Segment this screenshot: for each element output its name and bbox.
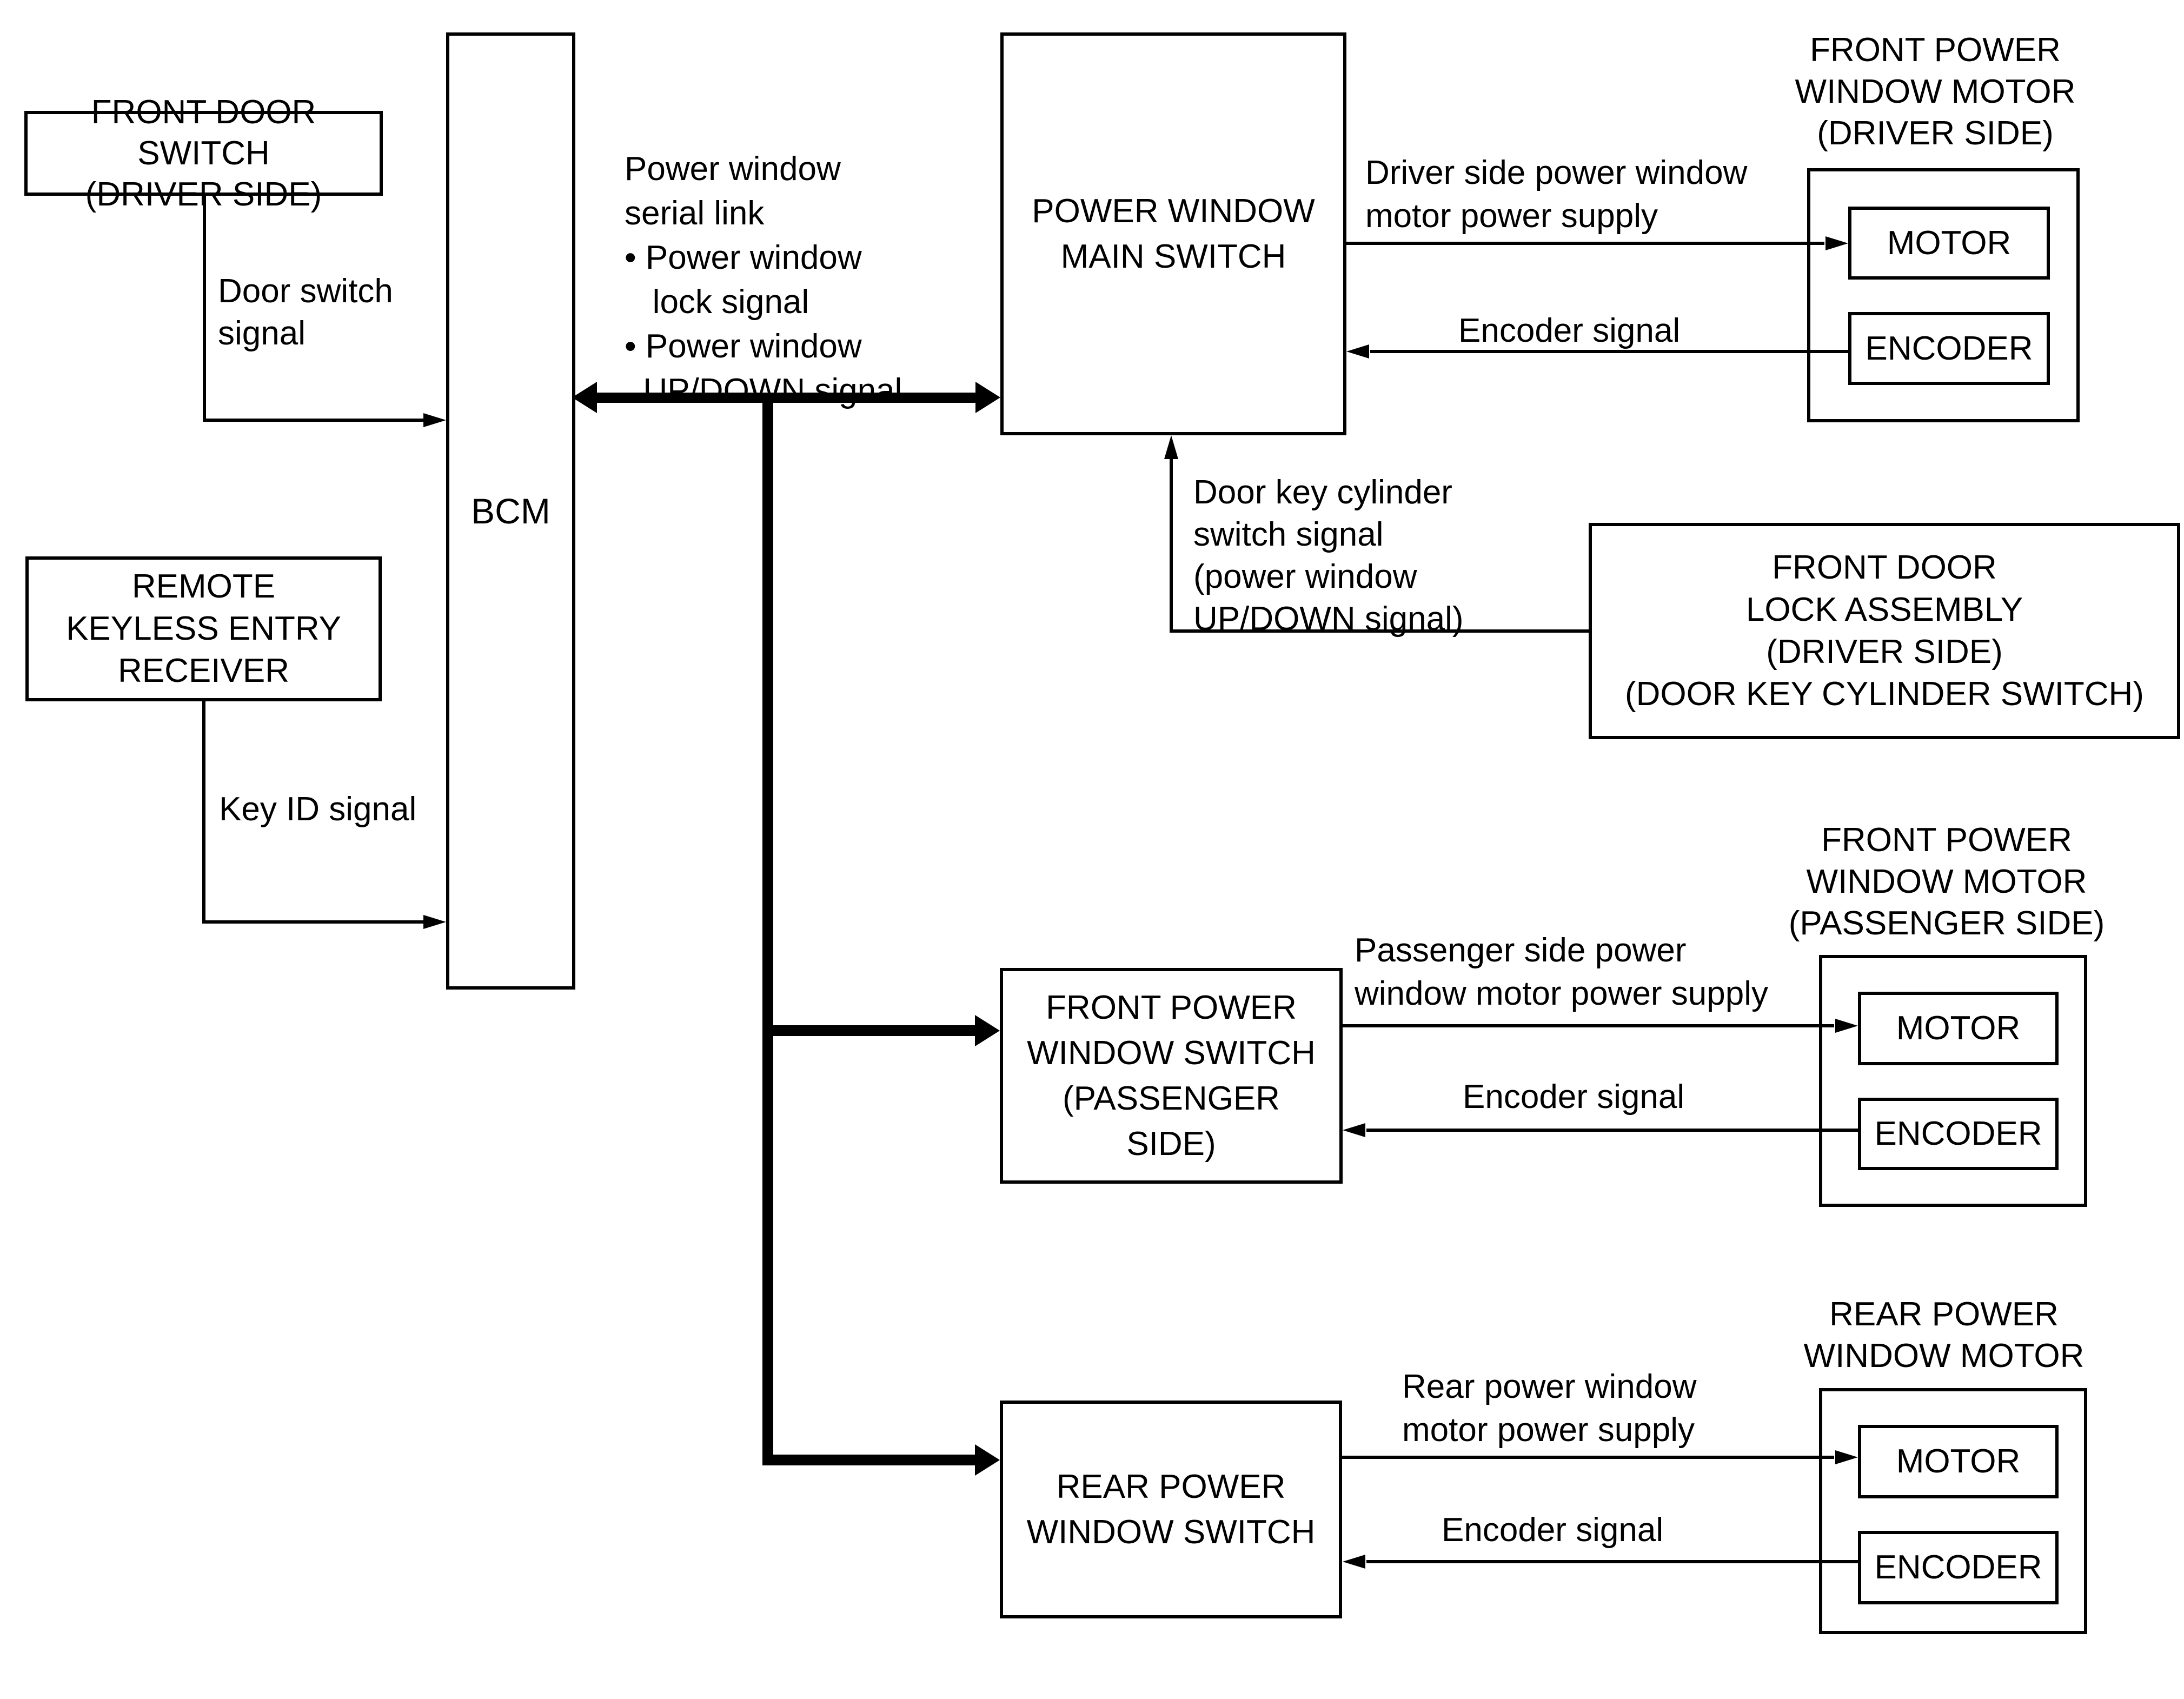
rear-motor-label: MOTOR <box>1896 1443 2021 1480</box>
driver-motor-label: MOTOR <box>1887 224 2012 262</box>
driver-motor-box: MOTOR <box>1848 207 2050 280</box>
rear-motor-box: MOTOR <box>1858 1425 2059 1498</box>
passenger-encoder-signal-label: Encoder signal <box>1463 1078 1685 1116</box>
rear-encoder-signal-label: Encoder signal <box>1442 1511 1664 1549</box>
serial-link-bus-line <box>597 393 977 403</box>
driver-supply-line <box>1346 242 1824 245</box>
key-id-signal-label: Key ID signal <box>219 791 417 828</box>
power-window-serial-link-label: Power window serial link • Power window … <box>625 150 902 409</box>
serial-link-branch-rear <box>762 1455 975 1465</box>
passenger-encoder-box: ENCODER <box>1858 1098 2059 1170</box>
front-power-window-motor-driver-title: FRONT POWER WINDOW MOTOR (DRIVER SIDE) <box>1795 31 2076 152</box>
front-door-lock-assembly-box: FRONT DOOR LOCK ASSEMBLY (DRIVER SIDE) (… <box>1589 523 2180 739</box>
door-switch-connector-vertical <box>203 196 206 420</box>
passenger-motor-label: MOTOR <box>1896 1010 2021 1047</box>
serial-link-arrowhead-right-icon <box>975 382 1000 413</box>
door-switch-connector-horizontal <box>203 419 424 422</box>
door-switch-signal-label: Door switch signal <box>218 273 393 352</box>
driver-encoder-signal-label: Encoder signal <box>1458 312 1681 349</box>
rear-supply-line <box>1342 1456 1834 1459</box>
rear-supply-arrowhead-icon <box>1835 1450 1858 1464</box>
door-switch-arrowhead-icon <box>423 413 446 427</box>
key-id-connector-vertical <box>202 701 205 922</box>
bcm-label: BCM <box>471 491 550 531</box>
passenger-encoder-label: ENCODER <box>1874 1115 2042 1152</box>
rear-encoder-arrowhead-icon <box>1343 1555 1365 1569</box>
door-key-connector-vertical <box>1170 457 1173 633</box>
front-door-lock-assembly-label: FRONT DOOR LOCK ASSEMBLY (DRIVER SIDE) (… <box>1625 549 2144 713</box>
driver-supply-label: Driver side power window motor power sup… <box>1365 154 1748 235</box>
rear-encoder-line <box>1366 1560 1858 1563</box>
key-id-connector-horizontal <box>202 920 423 924</box>
serial-link-trunk-vertical <box>762 393 773 1465</box>
door-key-cylinder-signal-label: Door key cylinder switch signal (power w… <box>1193 474 1464 638</box>
passenger-supply-arrowhead-icon <box>1835 1019 1858 1033</box>
remote-keyless-entry-receiver-label: REMOTE KEYLESS ENTRY RECEIVER <box>66 568 341 689</box>
serial-link-branch-passenger-arrowhead-icon <box>975 1015 1000 1046</box>
passenger-encoder-line <box>1366 1129 1858 1132</box>
rear-power-window-motor-title: REAR POWER WINDOW MOTOR <box>1803 1296 2085 1375</box>
rear-supply-label: Rear power window motor power supply <box>1402 1368 1697 1449</box>
power-window-main-switch-label: POWER WINDOW MAIN SWITCH <box>1032 192 1315 275</box>
driver-encoder-label: ENCODER <box>1865 329 2033 367</box>
rear-power-window-switch-box: REAR POWER WINDOW SWITCH <box>1000 1401 1342 1618</box>
front-power-window-switch-passenger-box: FRONT POWER WINDOW SWITCH (PASSENGER SID… <box>1000 968 1343 1184</box>
rear-power-window-switch-label: REAR POWER WINDOW SWITCH <box>1026 1468 1316 1551</box>
serial-link-branch-rear-arrowhead-icon <box>975 1444 1000 1476</box>
door-key-arrowhead-icon <box>1164 435 1178 459</box>
key-id-arrowhead-icon <box>423 915 446 929</box>
rear-encoder-box: ENCODER <box>1858 1531 2059 1604</box>
driver-encoder-arrowhead-icon <box>1346 344 1369 359</box>
driver-encoder-box: ENCODER <box>1848 312 2050 385</box>
remote-keyless-entry-receiver-box: REMOTE KEYLESS ENTRY RECEIVER <box>25 556 382 701</box>
front-door-switch-box: FRONT DOOR SWITCH (DRIVER SIDE) <box>24 94 383 213</box>
driver-encoder-line <box>1370 350 1848 353</box>
passenger-supply-line <box>1343 1024 1834 1027</box>
front-power-window-motor-passenger-title: FRONT POWER WINDOW MOTOR (PASSENGER SIDE… <box>1788 821 2105 942</box>
serial-link-arrowhead-left-icon <box>572 382 597 413</box>
driver-supply-arrowhead-icon <box>1825 236 1848 250</box>
passenger-supply-label: Passenger side power window motor power … <box>1355 932 1769 1012</box>
bcm-box: BCM <box>446 32 575 990</box>
door-key-connector-horizontal <box>1170 629 1589 633</box>
power-window-main-switch-box: POWER WINDOW MAIN SWITCH <box>1000 32 1346 435</box>
passenger-motor-box: MOTOR <box>1858 992 2059 1065</box>
front-power-window-switch-passenger-label: FRONT POWER WINDOW SWITCH (PASSENGER SID… <box>1027 988 1316 1163</box>
passenger-encoder-arrowhead-icon <box>1343 1123 1365 1137</box>
serial-link-branch-passenger <box>762 1025 975 1036</box>
rear-encoder-label: ENCODER <box>1874 1549 2042 1586</box>
front-door-switch-label: FRONT DOOR SWITCH (DRIVER SIDE) <box>85 93 322 213</box>
